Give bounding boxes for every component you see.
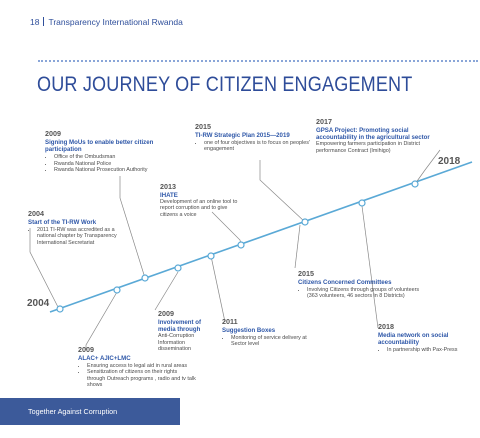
milestone-dot-2018	[358, 199, 366, 207]
event-2009-alac: 2009 ALAC+ AJIC+LMC Ensuring access to l…	[78, 345, 196, 389]
connector-2018-media	[361, 205, 379, 329]
milestone-dot-2009-alac	[113, 286, 121, 294]
event-2015-ccc: 2015 Citizens Concerned Committees Invol…	[298, 269, 426, 300]
footer-slogan: Together Against Corruption	[28, 407, 118, 416]
connector-2004	[29, 228, 61, 312]
connector-2009-media	[154, 271, 179, 311]
milestone-dot-2013	[237, 241, 245, 249]
publisher-name: Transparency International Rwanda	[48, 17, 183, 27]
event-2015-strategic-plan: 2015 TI-RW Strategic Plan 2015—2019 one …	[195, 122, 310, 153]
milestone-dot-2017	[411, 180, 419, 188]
connector-2017	[414, 149, 441, 185]
event-2004-start: 2004 Start of the TI-RW Work 2011 TI-RW …	[28, 209, 118, 246]
connector-2009-alac	[85, 291, 118, 350]
milestone-dot-2011	[207, 252, 215, 260]
page-number: 18	[30, 17, 40, 27]
event-2009-media: 2009 Involvement of media through Anti-C…	[158, 309, 202, 353]
page-header: 18 Transparency International Rwanda	[30, 17, 183, 27]
header-separator	[43, 17, 45, 26]
timeline-start-year: 2004	[27, 298, 50, 309]
milestone-dot-2015	[301, 218, 309, 226]
timeline-axis	[49, 161, 473, 313]
connector-2015-strategic	[259, 160, 306, 223]
connector-2015-ccc	[294, 224, 301, 269]
event-2017-gpsa: 2017 GPSA Project: Promoting social acco…	[316, 117, 430, 154]
milestone-dot-2004	[56, 305, 64, 313]
footer-banner: Together Against Corruption	[0, 398, 180, 425]
page-title: OUR JOURNEY OF CITIZEN ENGAGEMENT	[37, 72, 413, 96]
connector-2009-mous	[119, 176, 146, 279]
event-2013-ihate: 2013 IHATE Development of an online tool…	[160, 182, 238, 218]
event-2009-mous: 2009 Signing MoUs to enable better citiz…	[45, 129, 175, 174]
event-2018-media-network: 2018 Media network on social accountabil…	[378, 322, 470, 354]
timeline-end-year: 2018	[438, 156, 461, 167]
milestone-dot-2009-media	[174, 264, 182, 272]
dotted-divider	[38, 60, 478, 62]
connector-2011-boxes	[210, 255, 226, 323]
milestone-dot-2009-mous	[141, 274, 149, 282]
event-2011-suggestion-boxes: 2011 Suggestion Boxes Monitoring of serv…	[222, 317, 307, 348]
